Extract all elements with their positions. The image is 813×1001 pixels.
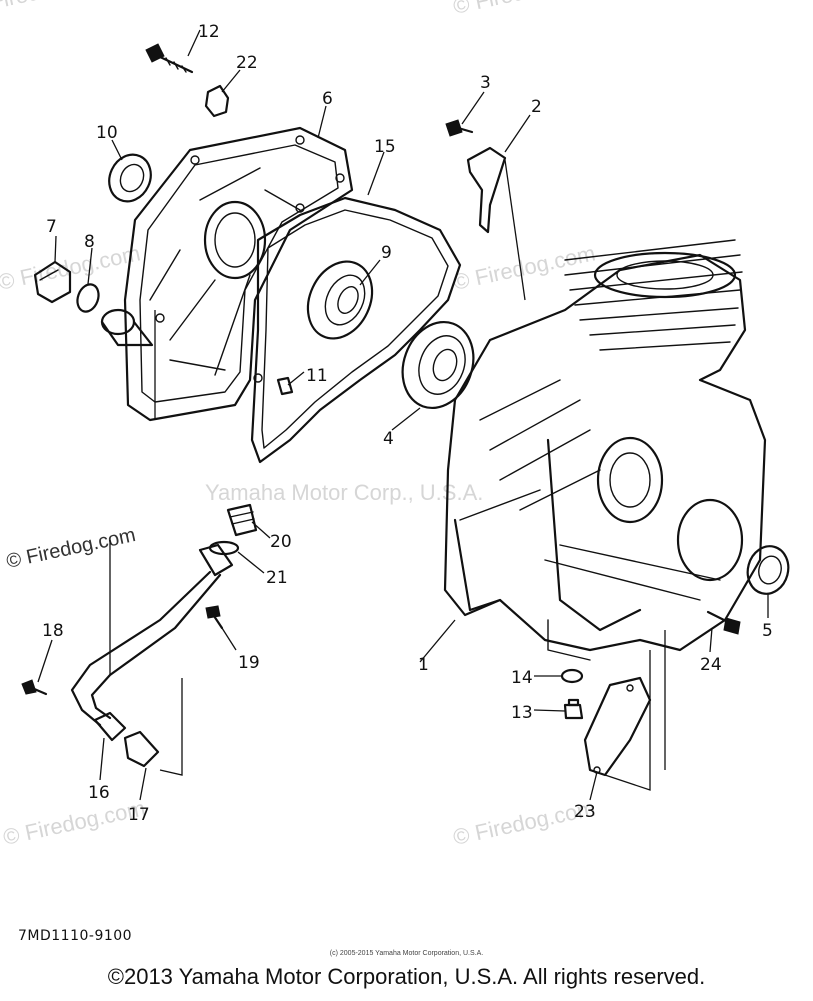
- callout-10: 10: [96, 123, 118, 143]
- drain-plug-13: [563, 698, 584, 720]
- bolt-24: [706, 610, 741, 635]
- copyright-footer: ©2013 Yamaha Motor Corporation, U.S.A. A…: [107, 964, 706, 989]
- callout-19: 19: [238, 653, 260, 673]
- callout-3: 3: [480, 73, 491, 93]
- watermark-yamaha: Yamaha Motor Corp., U.S.A.: [205, 480, 483, 505]
- watermark-firedog: © Firedog.com: [451, 0, 598, 19]
- filler-neck: [100, 308, 154, 347]
- watermark-firedog: © Firedog.com: [1, 795, 148, 850]
- oil-fitting-20: [226, 503, 258, 537]
- callout-2: 2: [531, 97, 542, 117]
- callout-11: 11: [306, 366, 328, 386]
- bolt-19: [205, 605, 224, 630]
- leader-lines: [37, 29, 769, 801]
- callout-12: 12: [198, 22, 220, 42]
- callout-21: 21: [266, 568, 288, 588]
- callout-4: 4: [383, 429, 394, 449]
- washer-14: [560, 668, 584, 684]
- callout-15: 15: [374, 137, 396, 157]
- callout-20: 20: [270, 532, 292, 552]
- watermark-firedog: © Firedog.com: [0, 240, 142, 295]
- callout-24: 24: [700, 655, 722, 675]
- bearing-large: [401, 320, 475, 410]
- clip-22: [204, 84, 230, 118]
- callout-8: 8: [84, 232, 95, 252]
- bolt-3: [445, 119, 474, 137]
- breather-bracket: [466, 146, 507, 234]
- cover-plate-23: [583, 676, 652, 777]
- diagram-code: 7MD1110-9100: [18, 928, 133, 944]
- gasket: [250, 196, 462, 464]
- callout-layer: 1 2 3 4 5 6 7 8 9 10 11 12 13 14 15 16 1…: [42, 22, 773, 825]
- bolt-12: [145, 43, 194, 74]
- small-copyright: (c) 2005-2015 Yamaha Motor Corporation, …: [329, 950, 484, 957]
- dowel-pin-11: [276, 376, 294, 396]
- callout-18: 18: [42, 621, 64, 641]
- callout-23: 23: [574, 802, 596, 822]
- callout-22: 22: [236, 53, 258, 73]
- oil-seal-5: [746, 545, 790, 595]
- callout-1: 1: [418, 655, 429, 675]
- bolt-18: [21, 679, 48, 696]
- oil-pipe: [70, 543, 234, 768]
- callout-14: 14: [511, 668, 533, 688]
- o-ring: [76, 283, 100, 313]
- callout-17: 17: [128, 805, 150, 825]
- callout-9: 9: [381, 243, 392, 263]
- callout-5: 5: [762, 621, 773, 641]
- watermark-firedog: © Firedog.com: [0, 0, 112, 19]
- callout-13: 13: [511, 703, 533, 723]
- watermark-firedog: © Firedog.com: [451, 240, 598, 295]
- oil-seal-10: [108, 153, 152, 203]
- crankcase: [443, 239, 767, 661]
- watermark-firedog-dark: © Firedog.com: [4, 524, 137, 573]
- bearing-small: [306, 260, 374, 340]
- callout-16: 16: [88, 783, 110, 803]
- crankcase-cover: [123, 126, 354, 422]
- callout-7: 7: [46, 217, 57, 237]
- callout-6: 6: [322, 89, 333, 109]
